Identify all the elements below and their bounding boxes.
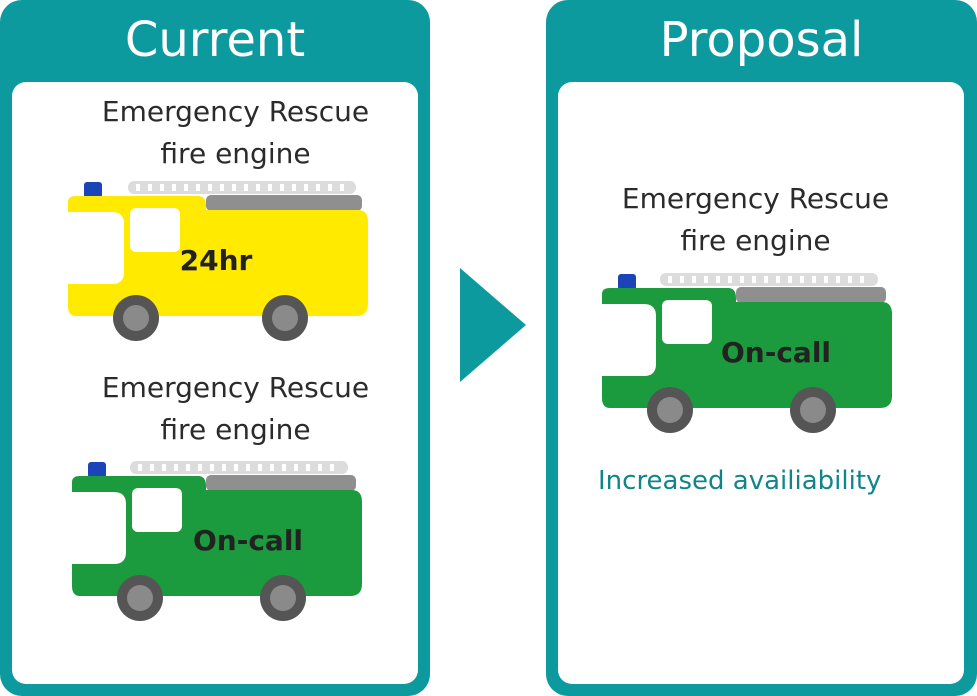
engine-caption: Emergency Rescue fire engine bbox=[12, 91, 459, 175]
green-fire-engine-icon: On-call bbox=[602, 273, 892, 433]
front-wheel bbox=[117, 575, 163, 621]
rear-wheel bbox=[262, 295, 308, 341]
green-fire-engine-icon: On-call bbox=[72, 461, 362, 621]
front-wheel bbox=[647, 387, 693, 433]
front-wheel bbox=[113, 295, 159, 341]
current-title: Current bbox=[124, 12, 306, 68]
current-panel-body: Emergency Rescue fire engine 24hr bbox=[12, 82, 418, 684]
caption-line-2: fire engine bbox=[680, 224, 831, 257]
rear-wheel bbox=[790, 387, 836, 433]
rear-wheel bbox=[260, 575, 306, 621]
caption-line-1: Emergency Rescue bbox=[101, 371, 370, 404]
beacon-light bbox=[84, 182, 102, 198]
truck-window bbox=[130, 208, 180, 252]
beacon-light bbox=[88, 462, 106, 478]
equipment-box bbox=[206, 475, 356, 491]
current-panel: Current Emergency Rescue fire engine 24h… bbox=[0, 0, 430, 696]
proposal-panel-body: Emergency Rescue fire engine On-call bbox=[558, 82, 964, 684]
truck-status: On-call bbox=[193, 524, 303, 557]
equipment-box bbox=[736, 287, 886, 303]
caption-line-2: fire engine bbox=[160, 137, 311, 170]
engine-caption: Emergency Rescue fire engine bbox=[558, 178, 953, 262]
engine-caption: Emergency Rescue fire engine bbox=[12, 367, 459, 451]
ladder bbox=[130, 461, 348, 474]
caption-line-1: Emergency Rescue bbox=[621, 182, 890, 215]
truck-window bbox=[132, 488, 182, 532]
proposal-panel: Proposal Emergency Rescue fire engine On… bbox=[546, 0, 977, 696]
increased-availability-note: Increased availiability bbox=[598, 466, 882, 496]
caption-line-1: Emergency Rescue bbox=[101, 95, 370, 128]
truck-status: On-call bbox=[721, 336, 831, 369]
caption-line-2: fire engine bbox=[160, 413, 311, 446]
ladder bbox=[660, 273, 878, 286]
truck-status: 24hr bbox=[180, 244, 253, 277]
yellow-fire-engine-icon: 24hr bbox=[68, 181, 368, 341]
equipment-box bbox=[206, 195, 362, 211]
play-arrow-icon bbox=[460, 268, 526, 382]
truck-window bbox=[662, 300, 712, 344]
proposal-title: Proposal bbox=[659, 12, 864, 68]
beacon-light bbox=[618, 274, 636, 290]
